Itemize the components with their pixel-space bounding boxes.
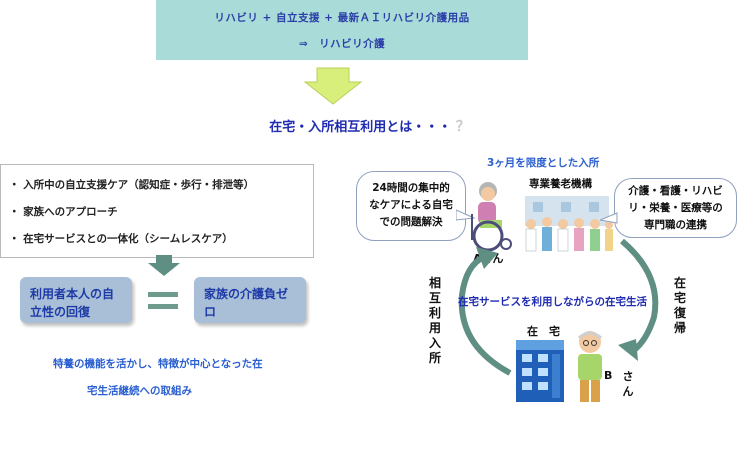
bubble-right-line-2: リ・栄養・医療等の (628, 202, 723, 214)
bottom-text-line-2: 宅生活継続への取組み (87, 385, 192, 397)
outcome-family-line-1: 家族の介護負ゼ (204, 287, 289, 301)
wheelchair-person-icon (471, 182, 512, 252)
person-b-letter: B (604, 369, 613, 382)
support-item-3: ・ 在宅サービスとの一体化（シームレスケア） (9, 233, 233, 245)
cycle-arrows (458, 238, 659, 376)
admission-limit-title: 3ヶ月を限度とした入所 (487, 157, 600, 169)
down-arrow-icon (303, 67, 363, 105)
bottom-text-line-1: 特養の機能を活かし、特徴が中心となった在 (53, 358, 263, 370)
bubble-tail-right-icon (600, 212, 618, 224)
support-item-1: ・ 入所中の自立支援ケア（認知症・歩行・排泄等） (9, 179, 255, 191)
banner-line-2: ⇒ リハビリ介護 (298, 37, 386, 50)
outcome-family-burden: 家族の介護負ゼ ロ (194, 277, 306, 323)
home-label: 在 宅 (527, 325, 560, 338)
return-home-vertical-label: 在宅復帰 (673, 276, 686, 335)
bubble-left-line-2: なケアによる自宅 (369, 199, 453, 211)
bubble-professional-collab: 介護・看護・リハビ リ・栄養・医療等の 専門職の連携 (614, 178, 737, 238)
elderly-man-icon (577, 331, 603, 402)
outcome-independence-line-2: 立性の回復 (30, 305, 91, 319)
bubble-right-line-1: 介護・看護・リハビ (628, 185, 723, 197)
small-down-arrow-icon (148, 255, 180, 276)
bubble-left-line-3: での問題解決 (379, 216, 443, 228)
question-mark: ？ (455, 119, 470, 135)
bubble-right-line-3: 専門職の連携 (644, 219, 707, 231)
outcome-independence: 利用者本人の自 立性の回復 (20, 277, 132, 323)
home-life-with-services: 在宅サービスを利用しながらの在宅生活 (458, 296, 647, 308)
top-banner: リハビリ + 自立支援 + 最新ＡＩリハビリ介護用品 ⇒ リハビリ介護 (156, 0, 528, 60)
banner-line-1: リハビリ + 自立支援 + 最新ＡＩリハビリ介護用品 (214, 11, 470, 24)
facility-label: 専業養老機構 (529, 178, 592, 190)
outcome-family-line-2: ロ (204, 305, 217, 319)
care-staff-illustration (525, 196, 613, 252)
outcome-independence-line-1: 利用者本人の自 (30, 287, 115, 301)
support-list-box: ・ 入所中の自立支援ケア（認知症・歩行・排泄等） ・ 家族へのアプローチ ・ 在… (0, 164, 314, 258)
equals-sign-top (148, 292, 178, 297)
bubble-intensive-care: 24時間の集中的 なケアによる自宅 での問題解決 (356, 171, 466, 241)
main-question-text: 在宅・入所相互利用とは・・・ (269, 120, 452, 135)
mutual-admission-vertical-label: 相互利用入所 (428, 276, 441, 365)
person-b-suffix: さん (622, 370, 634, 398)
bubble-tail-left-icon (456, 209, 476, 221)
home-building-icon (516, 340, 564, 402)
support-item-2: ・ 家族へのアプローチ (9, 206, 118, 218)
main-question: 在宅・入所相互利用とは・・・ ？ (0, 116, 739, 136)
bubble-left-line-1: 24時間の集中的 (372, 182, 450, 194)
equals-sign-bottom (148, 304, 178, 309)
